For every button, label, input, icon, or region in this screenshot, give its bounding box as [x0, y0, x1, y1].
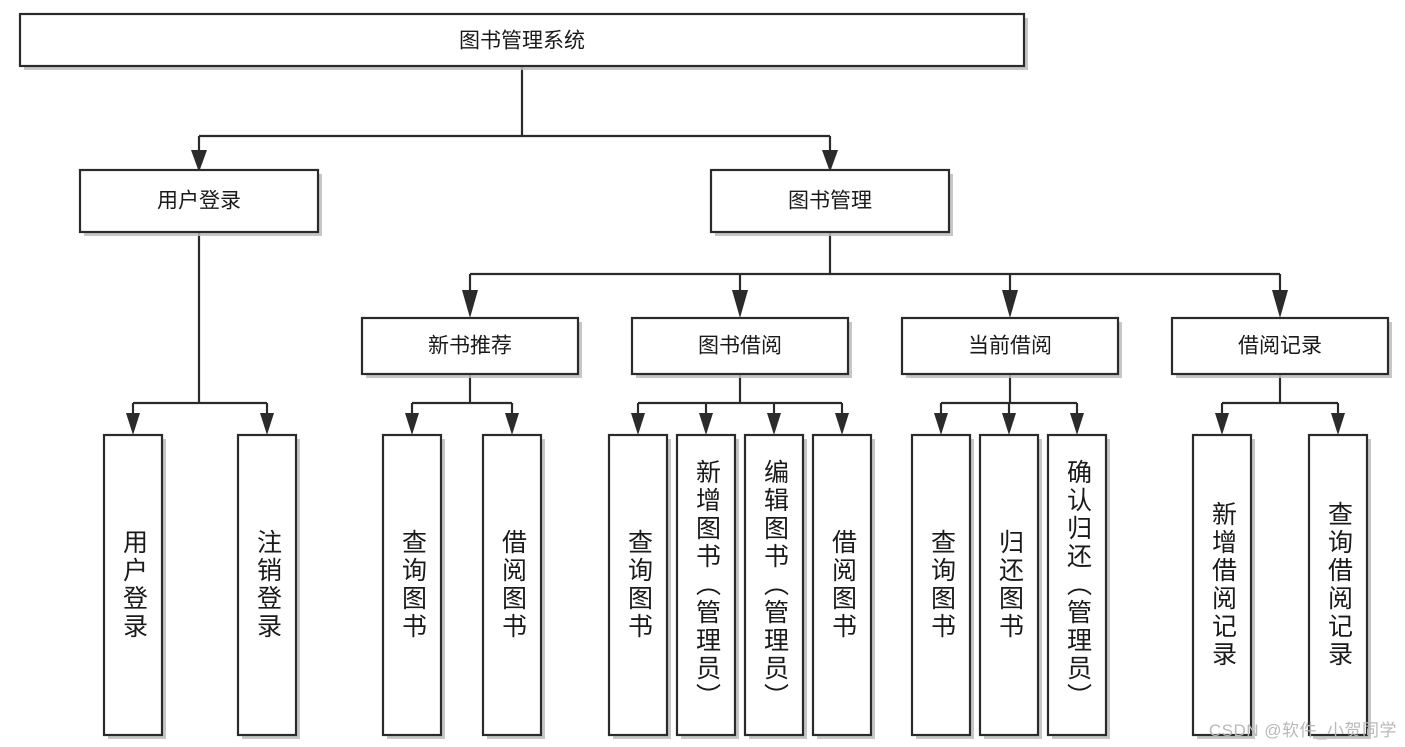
arrowhead-leaf-edit-book: [767, 413, 781, 435]
leaf-return-book-box[interactable]: [978, 433, 1040, 737]
node-current-borrow-label: 当前借阅: [968, 335, 1052, 358]
node-user-login-box[interactable]: [78, 168, 320, 234]
leaf-add-book-box[interactable]: [675, 433, 737, 737]
arrowhead-leaf-add-record: [1215, 413, 1229, 435]
node-book-borrow-box[interactable]: [630, 316, 850, 376]
arrowhead-leaf-user-login: [126, 413, 140, 435]
arrowhead-leaf-query-book-2: [631, 413, 645, 435]
leaf-user-login-box[interactable]: [102, 433, 164, 737]
arrowhead-leaf-confirm-return: [1070, 413, 1084, 435]
leaf-edit-book-box[interactable]: [743, 433, 805, 737]
arrowhead-leaf-borrow-book-2: [835, 413, 849, 435]
node-book-manage-box[interactable]: [709, 168, 951, 234]
node-book-borrow-label: 图书借阅: [698, 335, 782, 358]
node-borrow-record-box[interactable]: [1170, 316, 1390, 376]
arrowhead-new-book-rec: [462, 290, 478, 318]
leaf-box-layer: [102, 433, 1371, 739]
arrowhead-leaf-query-book-1: [405, 413, 419, 435]
arrowhead-leaf-borrow-book-1: [505, 413, 519, 435]
leaf-query-book-1-box[interactable]: [381, 433, 443, 737]
csdn-watermark: CSDN @软件_小贺同学: [1208, 721, 1397, 740]
leaf-borrow-book-2-box[interactable]: [811, 433, 873, 737]
arrowhead-current-borrow: [1002, 290, 1018, 318]
node-current-borrow[interactable]: 当前借阅: [900, 316, 1122, 378]
arrowhead-leaf-add-book: [699, 413, 713, 435]
arrowhead-leaf-query-record: [1331, 413, 1345, 435]
node-new-book-rec[interactable]: 新书推荐: [360, 316, 582, 378]
leaf-logout-box[interactable]: [236, 433, 298, 737]
arrowhead-book-manage: [822, 150, 838, 172]
node-root-box[interactable]: [18, 12, 1026, 68]
node-borrow-record-label: 借阅记录: [1238, 335, 1322, 358]
node-user-login-label: 用户登录: [157, 190, 241, 213]
leaf-borrow-book-1-box[interactable]: [481, 433, 543, 737]
node-book-manage[interactable]: 图书管理: [709, 168, 953, 236]
arrowhead-book-borrow: [732, 290, 748, 318]
node-current-borrow-box[interactable]: [900, 316, 1120, 376]
connector-layer: [126, 66, 1345, 435]
node-new-book-rec-label: 新书推荐: [428, 335, 512, 358]
node-book-borrow[interactable]: 图书借阅: [630, 316, 852, 378]
node-root-label: 图书管理系统: [459, 30, 585, 53]
node-root[interactable]: 图书管理系统: [18, 12, 1028, 70]
node-borrow-record[interactable]: 借阅记录: [1170, 316, 1392, 378]
leaf-confirm-return-box[interactable]: [1046, 433, 1108, 737]
arrowhead-borrow-record: [1272, 290, 1288, 318]
leaf-query-book-2-box[interactable]: [607, 433, 669, 737]
node-user-login[interactable]: 用户登录: [78, 168, 322, 236]
node-book-manage-label: 图书管理: [788, 190, 872, 213]
leaf-add-record-box[interactable]: [1191, 433, 1253, 737]
arrowhead-leaf-query-book-3: [934, 413, 948, 435]
arrowhead-user-login: [191, 150, 207, 172]
leaf-query-record-box[interactable]: [1307, 433, 1369, 737]
leaf-query-book-3-box[interactable]: [910, 433, 972, 737]
arrowhead-leaf-return-book: [1002, 413, 1016, 435]
arrowhead-leaf-logout: [260, 413, 274, 435]
node-new-book-rec-box[interactable]: [360, 316, 580, 376]
